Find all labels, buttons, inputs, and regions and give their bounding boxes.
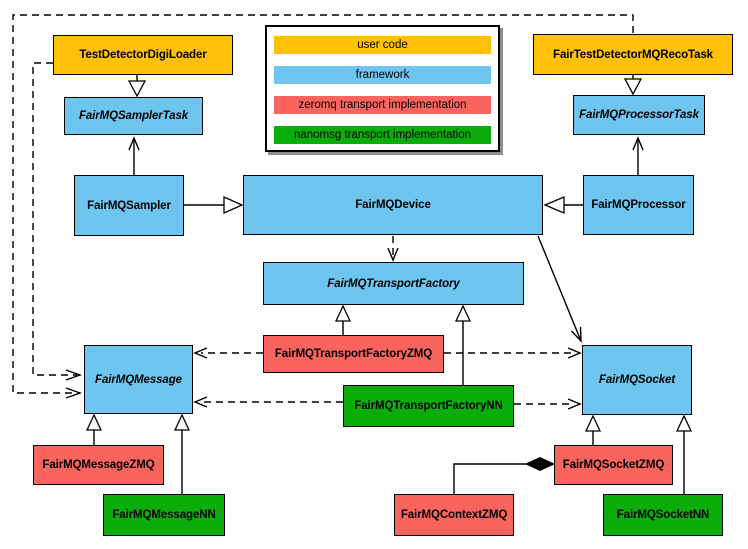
edge-association-processor-processortask — [632, 136, 644, 175]
edge-dependency-factorynn-socket — [514, 398, 582, 410]
node-fairmqtransportfactory: FairMQTransportFactory — [263, 262, 524, 305]
edge-inheritance-recotask-processortask — [623, 75, 643, 96]
edge-dependency-device-factory — [387, 236, 399, 262]
edge-inheritance-messagezmq-message — [85, 413, 103, 445]
node-fairmqsocket: FairMQSocket — [582, 345, 692, 415]
node-fairmqprocessortask: FairMQProcessorTask — [573, 95, 705, 135]
edge-dependency-factorynn-message — [193, 396, 343, 408]
edge-inheritance-socketnn-socket — [675, 414, 693, 494]
node-fairmqsocketnn: FairMQSocketNN — [603, 494, 723, 536]
edge-association-sampler-samplertask — [128, 136, 140, 175]
legend-item-user-code: user code — [274, 36, 491, 54]
edge-inheritance-digiloader-samplertask — [127, 75, 147, 98]
legend-item-nanomsg: nanomsg transport implementation — [274, 126, 491, 144]
node-fairmqcontextzmq: FairMQContextZMQ — [394, 494, 514, 536]
edge-dependency-factoryzmq-message — [193, 347, 263, 359]
edge-inheritance-factoryzmq-factory — [334, 304, 352, 335]
edge-inheritance-socketzmq-socket — [584, 414, 602, 445]
node-fairmqtransportfactorynn: FairMQTransportFactoryNN — [343, 385, 514, 427]
legend-item-framework: framework — [274, 66, 491, 84]
node-fairmqdevice: FairMQDevice — [243, 175, 543, 235]
edge-inheritance-processor-device — [543, 196, 583, 214]
edge-dependency-factoryzmq-socket — [444, 347, 582, 359]
legend-item-zeromq: zeromq transport implementation — [274, 96, 491, 114]
node-fairmqsampler: FairMQSampler — [74, 175, 184, 236]
edge-association-device-socket — [537, 235, 582, 343]
node-fairmqsamplertask: FairMQSamplerTask — [64, 97, 203, 135]
edge-inheritance-sampler-device — [184, 195, 244, 215]
node-fairtestdetectormqrecotask: FairTestDetectorMQRecoTask — [533, 34, 733, 75]
node-testdetectordigiloader: TestDetectorDigiLoader — [53, 35, 233, 75]
node-fairmqtransportfactoryzmq: FairMQTransportFactoryZMQ — [263, 335, 444, 373]
node-fairmqsocketzmq: FairMQSocketZMQ — [554, 445, 673, 485]
edge-inheritance-factorynn-factory — [454, 304, 472, 385]
node-fairmqprocessor: FairMQProcessor — [583, 175, 694, 235]
legend: user code framework zeromq transport imp… — [265, 25, 500, 152]
node-fairmqmessagenn: FairMQMessageNN — [103, 494, 225, 536]
node-fairmqmessage: FairMQMessage — [84, 345, 193, 414]
edge-composition-socketzmq-contextzmq — [453, 456, 556, 494]
edge-inheritance-messagenn-message — [173, 413, 191, 494]
node-fairmqmessagezmq: FairMQMessageZMQ — [33, 445, 164, 485]
